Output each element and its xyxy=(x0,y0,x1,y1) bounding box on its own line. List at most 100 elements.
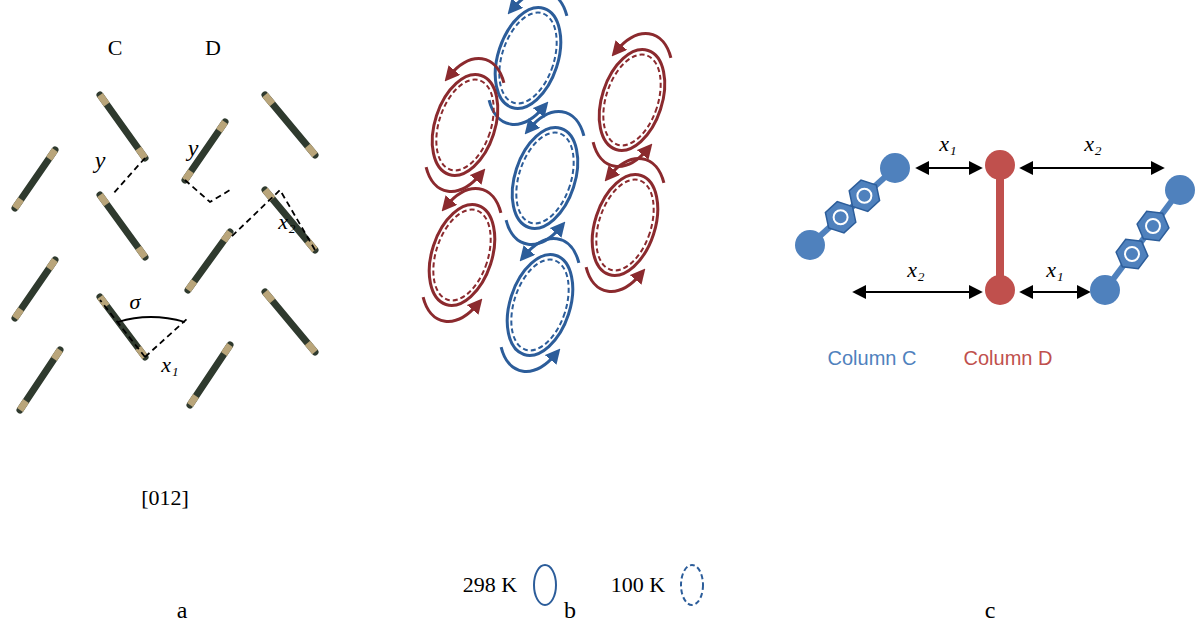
ellipse-group xyxy=(490,231,589,380)
rotation-arrow xyxy=(501,211,561,253)
ellipse-100 xyxy=(489,5,568,110)
libration-ellipses xyxy=(412,0,681,379)
stick-end xyxy=(100,195,107,204)
rotation-arrow xyxy=(496,338,556,380)
molecule-stick xyxy=(15,260,55,318)
direction-label: [012] xyxy=(141,487,189,509)
column-label: D xyxy=(205,37,221,59)
rotation-arrow xyxy=(609,151,669,193)
stick-end xyxy=(219,122,225,131)
molecule-stick xyxy=(15,150,55,208)
stick-end xyxy=(265,95,273,104)
rotation-arrow xyxy=(421,158,481,200)
molecule-stick xyxy=(100,195,145,257)
ellipse-100 xyxy=(501,252,580,357)
column-label: C xyxy=(108,37,123,59)
ellipse-100 xyxy=(586,172,665,277)
end-group xyxy=(795,230,825,260)
stick-end xyxy=(224,345,230,354)
ellipse-100 xyxy=(593,47,672,152)
panel-label: c xyxy=(985,598,996,622)
panel-label: b xyxy=(564,598,576,622)
stick-end xyxy=(15,199,21,208)
distance-lines xyxy=(100,158,315,357)
phenyl-ring xyxy=(1116,239,1148,268)
stick-end xyxy=(138,149,145,158)
legend-text: 100 K xyxy=(611,574,665,596)
bond xyxy=(1105,190,1180,290)
molecule-stick xyxy=(188,232,230,290)
ellipse-group xyxy=(495,104,594,253)
molecule-stick xyxy=(100,95,145,158)
ellipse-group xyxy=(582,26,681,175)
panel-label: a xyxy=(177,598,188,622)
bond xyxy=(810,168,895,245)
stick-end xyxy=(15,309,21,318)
distance-label: x₂ xyxy=(907,259,924,281)
end-group xyxy=(1090,275,1120,305)
stick-end xyxy=(20,401,26,410)
distance-label: y xyxy=(188,136,199,160)
molecule-stick xyxy=(185,122,225,180)
legend-samples xyxy=(534,565,703,605)
distance-label: x₁ xyxy=(939,133,956,155)
distance-label: x₁ xyxy=(161,354,178,376)
stick-end xyxy=(49,260,55,269)
end-group xyxy=(880,153,910,183)
molecule-sticks xyxy=(15,95,315,410)
stick-end xyxy=(49,150,55,159)
legend-text: 298 K xyxy=(463,574,517,596)
molecule-stick xyxy=(265,95,315,155)
rotation-arrow xyxy=(446,181,506,223)
molecule-stick xyxy=(190,345,230,405)
ellipse-group xyxy=(575,151,674,300)
ring-inner xyxy=(1125,247,1139,261)
distance-label: x₂ xyxy=(278,211,295,233)
ellipse-100 xyxy=(426,72,505,177)
stick-end xyxy=(138,248,145,257)
ellipse-100 xyxy=(506,125,585,230)
rotation-arrow xyxy=(616,26,676,68)
rotation-arrow xyxy=(529,104,589,146)
column-name: Column C xyxy=(828,348,917,368)
rotation-arrow xyxy=(449,51,509,93)
stick-end xyxy=(265,292,273,301)
molecule-stick xyxy=(265,292,315,352)
ring-inner xyxy=(834,210,848,224)
ellipse-298 xyxy=(587,41,676,158)
phenyl-ring xyxy=(1137,211,1169,240)
rotation-arrow xyxy=(524,231,584,273)
distance-label: x₂ xyxy=(1084,133,1101,155)
ellipse-298 xyxy=(580,166,669,283)
ellipse-298 xyxy=(417,196,506,313)
end-group xyxy=(1165,175,1195,205)
rotation-arrow xyxy=(581,258,641,300)
rotation-arrow xyxy=(418,288,478,330)
column-name: Column D xyxy=(964,348,1053,368)
ring-inner xyxy=(1146,219,1160,233)
stick-end xyxy=(308,146,316,155)
stick-end xyxy=(190,396,196,405)
ring-inner xyxy=(857,189,871,203)
ellipse-group xyxy=(412,181,511,330)
ellipse-group xyxy=(415,51,514,200)
rotation-arrow xyxy=(512,0,572,25)
stick-end xyxy=(188,281,194,290)
stick-end xyxy=(54,350,60,359)
ellipse-298 xyxy=(500,119,589,236)
ellipse-298 xyxy=(495,246,584,363)
distance-label: x₁ xyxy=(1046,259,1063,281)
distance-label: y xyxy=(95,148,106,172)
phenyl-ring xyxy=(825,202,855,233)
ellipse-100 xyxy=(423,202,502,307)
ellipse-298 xyxy=(420,66,509,183)
angle-label: σ xyxy=(130,291,141,313)
molecule-stick xyxy=(265,190,315,250)
stick-end xyxy=(100,95,107,104)
stick-end xyxy=(185,171,191,180)
column-schematic xyxy=(795,150,1195,305)
stick-end xyxy=(308,343,316,352)
stick-end xyxy=(224,232,230,241)
molecule-stick xyxy=(20,350,60,410)
